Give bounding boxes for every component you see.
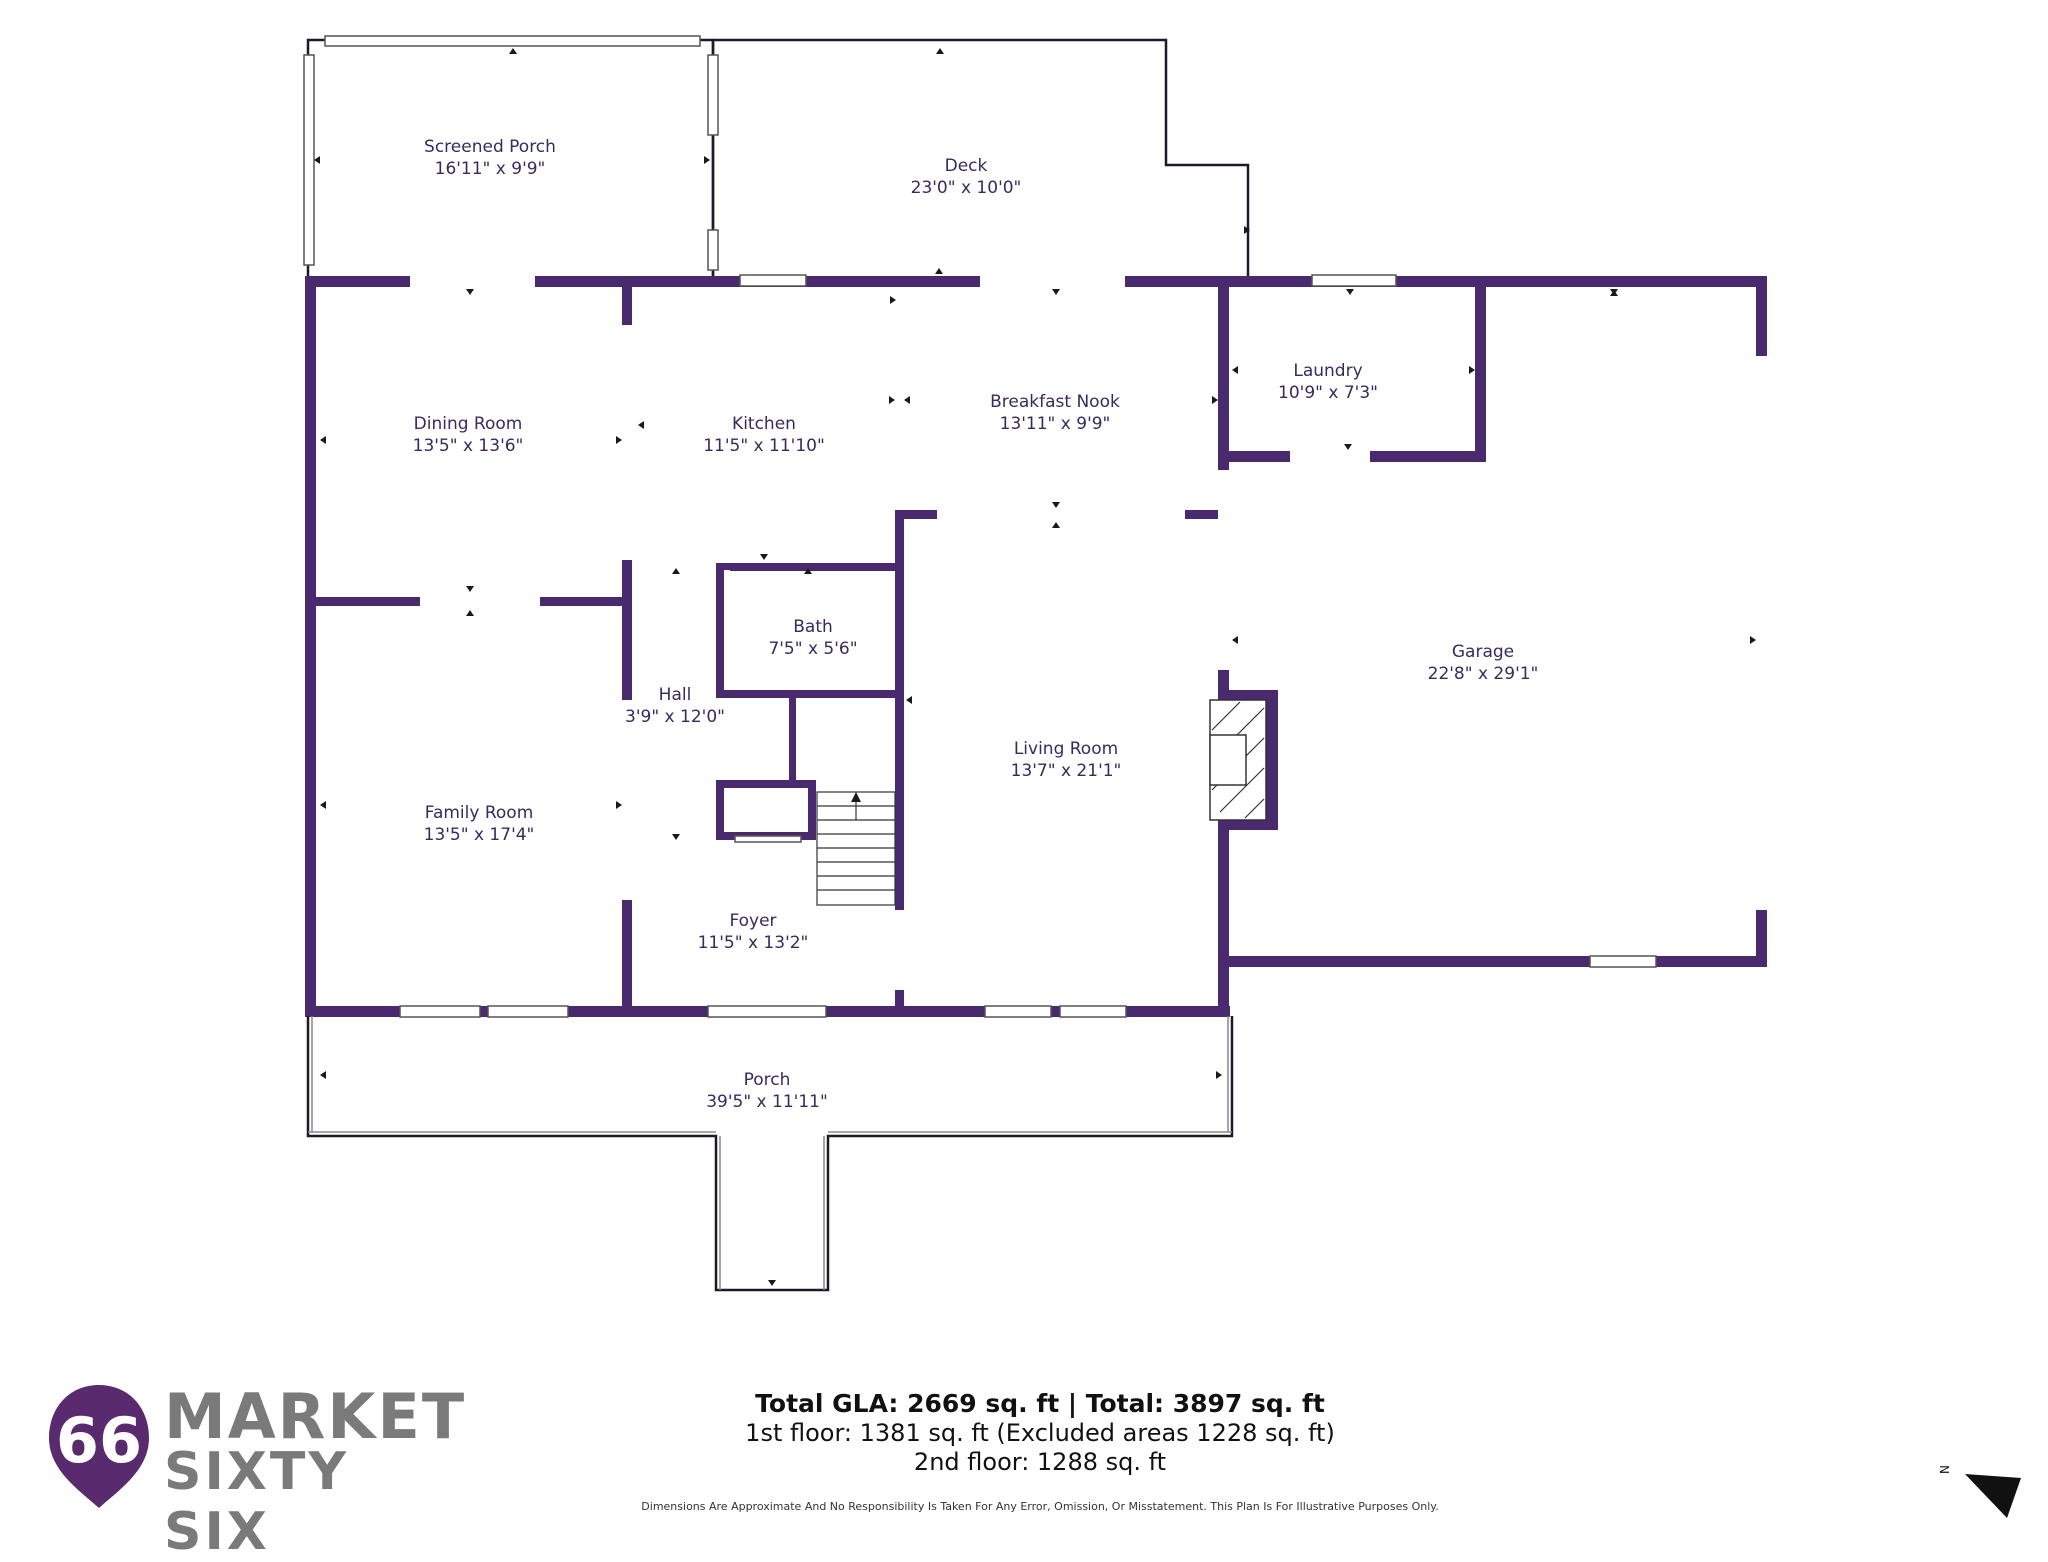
compass-label: N bbox=[1938, 1465, 1952, 1474]
wall-living-left bbox=[895, 510, 904, 1015]
area-summary: Total GLA: 2669 sq. ft | Total: 3897 sq.… bbox=[640, 1388, 1440, 1477]
closet-door bbox=[734, 835, 802, 843]
window-garage bbox=[1589, 955, 1657, 968]
room-dim-living-room: 13'7" x 21'1" bbox=[1011, 761, 1122, 781]
dimension-markers bbox=[314, 48, 1756, 1286]
room-name-garage: Garage bbox=[1452, 642, 1514, 662]
garage-door-opening bbox=[1756, 356, 1767, 910]
room-name-living-room: Living Room bbox=[1014, 739, 1118, 759]
door-nook-deck bbox=[980, 276, 1125, 287]
front-door bbox=[707, 1005, 827, 1018]
wall-bath-left bbox=[716, 563, 724, 698]
room-dim-family-room: 13'5" x 17'4" bbox=[424, 825, 535, 845]
first-floor-area: 1st floor: 1381 sq. ft (Excluded areas 1… bbox=[745, 1419, 1335, 1447]
stairs-arrow bbox=[851, 792, 861, 802]
wall-left bbox=[305, 276, 316, 1016]
room-name-dining-room: Dining Room bbox=[414, 414, 523, 434]
window-kitchen bbox=[739, 274, 807, 287]
screened-porch-window-left bbox=[303, 54, 315, 266]
screened-porch-window-top bbox=[324, 35, 701, 47]
room-dim-laundry: 10'9" x 7'3" bbox=[1278, 383, 1378, 403]
room-name-kitchen: Kitchen bbox=[732, 414, 796, 434]
wall-garage-bottom bbox=[1220, 956, 1767, 967]
door-laundry bbox=[1290, 451, 1370, 462]
screened-porch-window-right-2 bbox=[707, 229, 719, 271]
door-kitchen-dining bbox=[622, 325, 632, 560]
wall-laundry-right bbox=[1475, 276, 1486, 462]
room-dim-hall: 3'9" x 12'0" bbox=[625, 707, 725, 727]
room-name-laundry: Laundry bbox=[1293, 361, 1362, 381]
room-name-family-room: Family Room bbox=[425, 803, 534, 823]
wall-closet-top bbox=[716, 780, 816, 788]
door-dining-porch bbox=[410, 276, 535, 287]
firebox bbox=[1209, 734, 1247, 786]
wall-closet bbox=[789, 690, 796, 780]
door-living-nook bbox=[937, 510, 1185, 519]
compass-arrow-icon: N bbox=[1938, 1465, 2021, 1518]
total-area: Total GLA: 2669 sq. ft | Total: 3897 sq.… bbox=[755, 1389, 1325, 1418]
room-dim-deck: 23'0" x 10'0" bbox=[911, 178, 1022, 198]
wall-garage-right-top bbox=[1756, 276, 1767, 356]
second-floor-area: 2nd floor: 1288 sq. ft bbox=[913, 1448, 1167, 1476]
room-name-screened-porch: Screened Porch bbox=[424, 137, 556, 157]
brand-logo: 66 MARKET SIXTY SIX bbox=[44, 1380, 464, 1562]
logo-mark-icon: 66 bbox=[49, 1385, 149, 1508]
room-dim-bath: 7'5" x 5'6" bbox=[768, 639, 857, 659]
deck-outline bbox=[713, 38, 1250, 280]
room-dim-kitchen: 11'5" x 11'10" bbox=[703, 436, 825, 456]
wall-dining-right bbox=[622, 276, 632, 1016]
room-dim-breakfast-nook: 13'11" x 9'9" bbox=[1000, 414, 1111, 434]
room-dim-foyer: 11'5" x 13'2" bbox=[698, 933, 809, 953]
door-living-foyer bbox=[895, 910, 904, 990]
wall-bath-top bbox=[716, 563, 904, 571]
door-family-hall bbox=[622, 700, 632, 900]
window-living-2 bbox=[1059, 1005, 1127, 1018]
disclaimer: Dimensions Are Approximate And No Respon… bbox=[641, 1500, 1439, 1513]
door-garage bbox=[1218, 470, 1229, 670]
room-dim-garage: 22'8" x 29'1" bbox=[1428, 664, 1539, 684]
room-name-foyer: Foyer bbox=[729, 911, 776, 931]
room-name-porch: Porch bbox=[744, 1070, 791, 1090]
room-name-hall: Hall bbox=[659, 685, 692, 705]
window-laundry bbox=[1311, 274, 1397, 287]
wall-closet-left bbox=[716, 780, 724, 840]
logo-mark-text: 66 bbox=[56, 1404, 142, 1477]
front-porch-outline bbox=[306, 1016, 1234, 1292]
wall-bath-bottom bbox=[716, 690, 904, 698]
wall-garage-right-bottom bbox=[1756, 910, 1767, 966]
room-dim-screened-porch: 16'11" x 9'9" bbox=[435, 159, 546, 179]
window-family-2 bbox=[487, 1005, 569, 1018]
room-name-deck: Deck bbox=[945, 156, 988, 176]
door-dining-family bbox=[420, 597, 540, 606]
door-bath bbox=[724, 570, 730, 680]
room-dim-porch: 39'5" x 11'11" bbox=[706, 1092, 828, 1112]
room-dim-dining-room: 13'5" x 13'6" bbox=[413, 436, 524, 456]
room-name-breakfast-nook: Breakfast Nook bbox=[990, 392, 1120, 412]
room-name-bath: Bath bbox=[793, 617, 833, 637]
stairs bbox=[816, 791, 896, 906]
wall-closet-right bbox=[808, 780, 816, 840]
brand-name-line1: MARKET bbox=[164, 1380, 467, 1453]
window-family-1 bbox=[399, 1005, 481, 1018]
screened-porch-window-right bbox=[707, 54, 719, 136]
window-living-1 bbox=[984, 1005, 1052, 1018]
